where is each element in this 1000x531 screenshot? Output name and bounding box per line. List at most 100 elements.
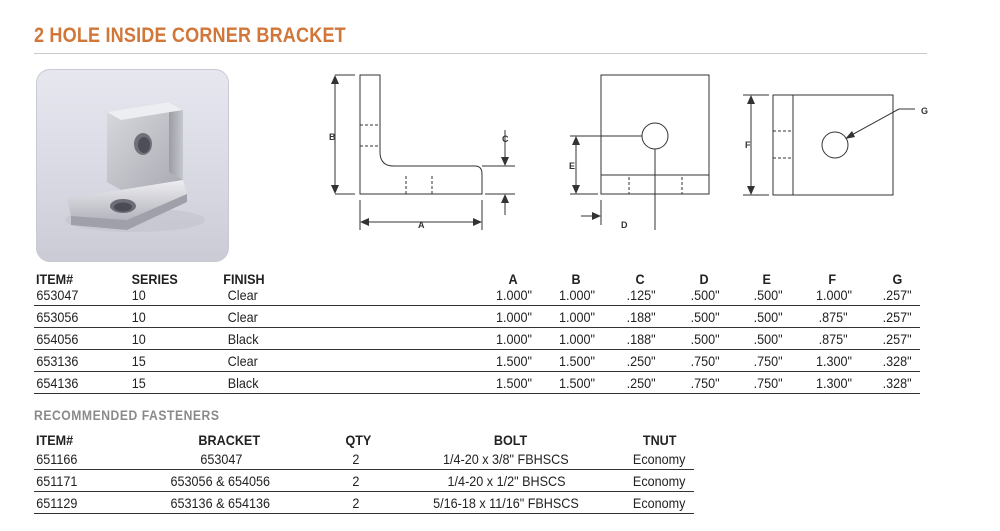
row-e: .500" bbox=[753, 287, 783, 303]
row-b: 1.000" bbox=[559, 309, 596, 325]
row-finish: Clear bbox=[227, 353, 258, 369]
fastener-header-bracket: BRACKET bbox=[198, 432, 261, 448]
top-view-drawing: F G bbox=[735, 85, 935, 210]
header-finish: FINISH bbox=[223, 271, 265, 287]
dimension-e-label: E bbox=[569, 161, 575, 171]
row-item: 653047 bbox=[36, 287, 79, 303]
fasteners-section-title: RECOMMENDED FASTENERS bbox=[34, 408, 220, 423]
row-series: 15 bbox=[131, 353, 146, 369]
row-g: .328" bbox=[882, 353, 912, 369]
row-d: .500" bbox=[690, 309, 720, 325]
fastener-header-qty: QTY bbox=[345, 432, 372, 448]
row-c: .250" bbox=[626, 353, 656, 369]
row-divider bbox=[34, 305, 920, 306]
row-g: .328" bbox=[882, 375, 912, 391]
fastener-tnut: Economy bbox=[632, 451, 686, 467]
row-e: .750" bbox=[753, 375, 783, 391]
row-finish: Clear bbox=[227, 287, 258, 303]
row-series: 10 bbox=[131, 331, 146, 347]
bracket-render-image bbox=[65, 102, 205, 232]
row-item: 653136 bbox=[36, 353, 79, 369]
fastener-bracket: 653047 bbox=[200, 451, 243, 467]
row-item: 654136 bbox=[36, 375, 79, 391]
row-b: 1.500" bbox=[559, 353, 596, 369]
row-a: 1.000" bbox=[496, 309, 533, 325]
row-d: .500" bbox=[690, 287, 720, 303]
dimension-b-label: B bbox=[329, 132, 336, 142]
row-series: 10 bbox=[131, 287, 146, 303]
fastener-bolt: 5/16-18 x 11/16" FBHSCS bbox=[433, 495, 579, 511]
front-view-drawing: E D bbox=[565, 70, 715, 245]
row-f: .875" bbox=[818, 309, 848, 325]
header-series: SERIES bbox=[131, 271, 178, 287]
header-d: D bbox=[699, 271, 709, 287]
fastener-item: 651171 bbox=[36, 473, 78, 489]
row-divider bbox=[34, 393, 920, 394]
row-divider bbox=[34, 491, 694, 492]
row-f: .875" bbox=[818, 331, 848, 347]
row-finish: Black bbox=[227, 375, 259, 391]
row-f: 1.000" bbox=[816, 287, 853, 303]
header-f: F bbox=[828, 271, 837, 287]
dimension-g-label: G bbox=[921, 106, 928, 116]
row-g: .257" bbox=[882, 309, 912, 325]
row-c: .188" bbox=[626, 331, 656, 347]
header-c: C bbox=[635, 271, 645, 287]
fastener-header-bolt: BOLT bbox=[493, 432, 528, 448]
dimension-a-label: A bbox=[418, 220, 425, 230]
row-e: .500" bbox=[753, 331, 783, 347]
row-a: 1.000" bbox=[496, 331, 533, 347]
fastener-bracket: 653056 & 654056 bbox=[170, 473, 271, 489]
row-d: .500" bbox=[690, 331, 720, 347]
row-g: .257" bbox=[882, 331, 912, 347]
row-divider bbox=[34, 371, 920, 372]
header-b: B bbox=[571, 271, 581, 287]
row-g: .257" bbox=[882, 287, 912, 303]
header-a: A bbox=[508, 271, 518, 287]
row-e: .750" bbox=[753, 353, 783, 369]
product-photo bbox=[36, 69, 229, 262]
row-item: 653056 bbox=[36, 309, 79, 325]
fastener-bracket: 653136 & 654136 bbox=[170, 495, 271, 511]
row-finish: Black bbox=[227, 331, 259, 347]
fastener-tnut: Economy bbox=[632, 495, 686, 511]
header-g: G bbox=[892, 271, 903, 287]
row-series: 10 bbox=[131, 309, 146, 325]
fastener-tnut: Economy bbox=[632, 473, 686, 489]
fastener-item: 651166 bbox=[36, 451, 78, 467]
fastener-header-item: ITEM# bbox=[36, 432, 74, 448]
row-c: .250" bbox=[626, 375, 656, 391]
row-b: 1.000" bbox=[559, 287, 596, 303]
fastener-item: 651129 bbox=[36, 495, 78, 511]
fastener-bolt: 1/4-20 x 3/8" FBHSCS bbox=[442, 451, 569, 467]
row-finish: Clear bbox=[227, 309, 258, 325]
row-divider bbox=[34, 349, 920, 350]
row-c: .125" bbox=[626, 287, 656, 303]
dimension-f-label: F bbox=[745, 140, 751, 150]
title-divider bbox=[34, 53, 927, 54]
row-e: .500" bbox=[753, 309, 783, 325]
row-item: 654056 bbox=[36, 331, 79, 347]
row-divider bbox=[34, 513, 694, 514]
page-title: 2 HOLE INSIDE CORNER BRACKET bbox=[34, 24, 346, 47]
row-divider bbox=[34, 469, 694, 470]
row-b: 1.000" bbox=[559, 331, 596, 347]
fastener-qty: 2 bbox=[352, 495, 360, 511]
row-d: .750" bbox=[690, 353, 720, 369]
row-a: 1.000" bbox=[496, 287, 533, 303]
row-a: 1.500" bbox=[496, 353, 533, 369]
row-divider bbox=[34, 327, 920, 328]
fastener-header-tnut: TNUT bbox=[642, 432, 677, 448]
row-series: 15 bbox=[131, 375, 146, 391]
header-item: ITEM# bbox=[36, 271, 74, 287]
row-f: 1.300" bbox=[816, 375, 853, 391]
row-d: .750" bbox=[690, 375, 720, 391]
fastener-qty: 2 bbox=[352, 473, 360, 489]
row-c: .188" bbox=[626, 309, 656, 325]
header-e: E bbox=[762, 271, 771, 287]
fastener-qty: 2 bbox=[352, 451, 360, 467]
row-b: 1.500" bbox=[559, 375, 596, 391]
row-f: 1.300" bbox=[816, 353, 853, 369]
dimension-d-label: D bbox=[621, 220, 628, 230]
